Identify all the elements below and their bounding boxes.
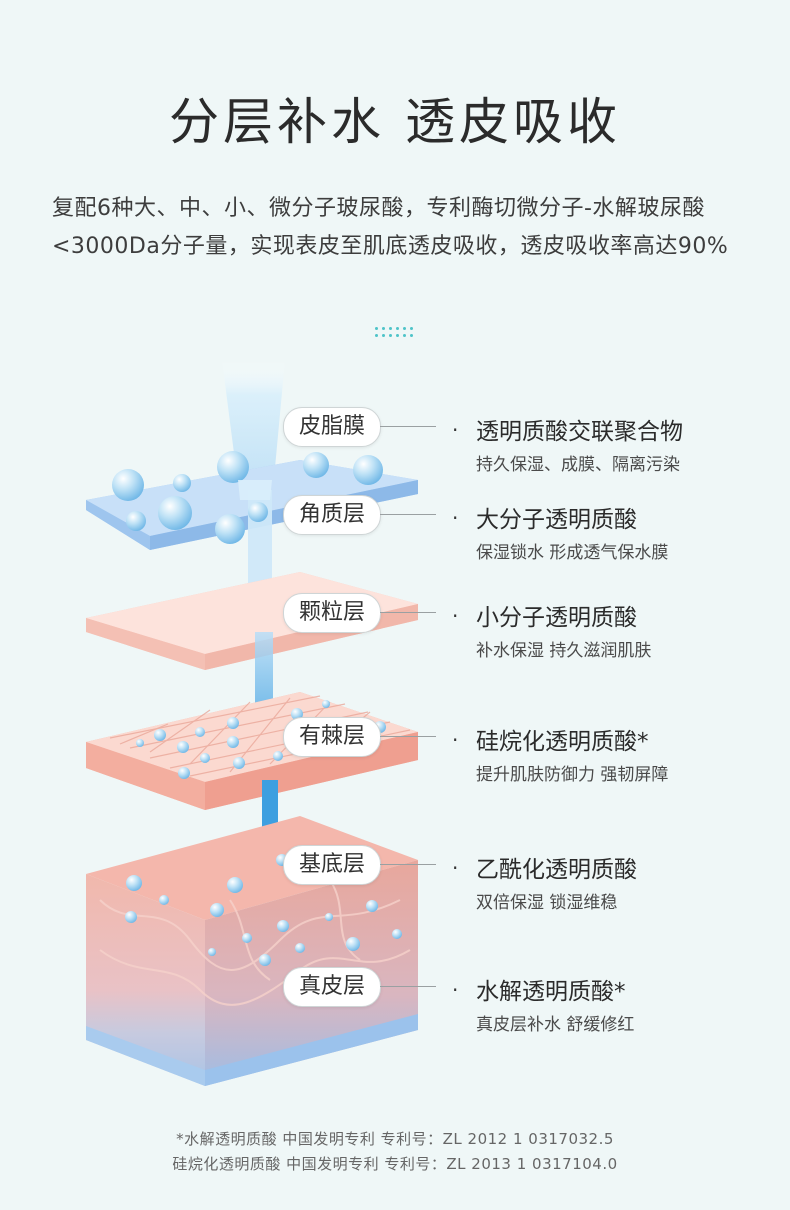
droplet-bubble-icon (178, 767, 190, 779)
layer-label-2: 颗粒层 (283, 593, 381, 633)
layer-label-3: 有棘层 (283, 717, 381, 757)
droplet-bubble-icon (136, 739, 144, 747)
layer-label-1: 角质层 (283, 495, 381, 535)
droplet-bubble-icon (392, 929, 402, 939)
hyaluronic-bubbles (112, 451, 402, 966)
bullet-icon: · (452, 856, 459, 880)
connector-line (380, 864, 436, 865)
droplet-bubble-icon (126, 875, 142, 891)
footnote-1: *水解透明质酸 中国发明专利 专利号：ZL 2012 1 0317032.5 (176, 1130, 614, 1148)
bullet-icon: · (452, 418, 459, 442)
droplet-bubble-icon (227, 717, 239, 729)
droplet-bubble-icon (112, 469, 144, 501)
droplet-bubble-icon (154, 729, 166, 741)
footnote-2: 硅烷化透明质酸 中国发明专利 专利号：ZL 2013 1 0317104.0 (172, 1155, 618, 1173)
ingredient-benefit: 保湿锁水 形成透气保水膜 (476, 543, 669, 563)
connector-line (380, 426, 436, 427)
bullet-icon: · (452, 728, 459, 752)
bullet-icon: · (452, 604, 459, 628)
droplet-bubble-icon (322, 700, 330, 708)
ingredient-benefit: 持久保湿、成膜、隔离污染 (476, 455, 680, 475)
droplet-bubble-icon (242, 933, 252, 943)
ingredient-name: 乙酰化透明质酸 (476, 857, 637, 883)
droplet-bubble-icon (177, 741, 189, 753)
ingredient-name: 小分子透明质酸 (476, 605, 637, 631)
droplet-bubble-icon (195, 727, 205, 737)
ingredient-benefit: 补水保湿 持久滋润肌肤 (476, 641, 652, 661)
droplet-bubble-icon (173, 474, 191, 492)
droplet-bubble-icon (366, 900, 378, 912)
page-title: 分层补水 透皮吸收 (169, 93, 621, 151)
droplet-bubble-icon (200, 753, 210, 763)
droplet-bubble-icon (159, 895, 169, 905)
ingredient-name: 大分子透明质酸 (476, 507, 637, 533)
droplet-bubble-icon (210, 903, 224, 917)
droplet-bubble-icon (125, 911, 137, 923)
droplet-bubble-icon (259, 954, 271, 966)
droplet-bubble-icon (208, 948, 216, 956)
ingredient-benefit: 真皮层补水 舒缓修红 (476, 1015, 635, 1035)
bullet-icon: · (452, 978, 459, 1002)
droplet-bubble-icon (346, 937, 360, 951)
ingredient-name: 水解透明质酸* (476, 979, 626, 1005)
droplet-bubble-icon (277, 920, 289, 932)
layer-label-4: 基底层 (283, 845, 381, 885)
droplet-bubble-icon (248, 502, 268, 522)
droplet-bubble-icon (215, 514, 245, 544)
ingredient-name: 硅烷化透明质酸* (476, 729, 649, 755)
decorative-dots (375, 327, 417, 339)
bullet-icon: · (452, 506, 459, 530)
connector-line (380, 514, 436, 515)
intro-paragraph: 复配6种大、中、小、微分子玻尿酸，专利酶切微分子-水解玻尿酸<3000Da分子量… (52, 196, 729, 259)
connector-line (380, 612, 436, 613)
ingredient-benefit: 提升肌肤防御力 强韧屏障 (476, 765, 669, 785)
droplet-bubble-icon (158, 496, 192, 530)
layer-label-0: 皮脂膜 (283, 407, 381, 447)
droplet-bubble-icon (325, 913, 333, 921)
droplet-bubble-icon (126, 511, 146, 531)
droplet-bubble-icon (233, 757, 245, 769)
ingredient-benefit: 双倍保湿 锁湿维稳 (476, 893, 618, 913)
ingredient-name: 透明质酸交联聚合物 (476, 419, 683, 445)
droplet-bubble-icon (227, 736, 239, 748)
droplet-bubble-icon (227, 877, 243, 893)
connector-line (380, 736, 436, 737)
droplet-bubble-icon (295, 943, 305, 953)
droplet-bubble-icon (303, 452, 329, 478)
droplet-bubble-icon (217, 451, 249, 483)
droplet-bubble-icon (273, 751, 283, 761)
layer-label-5: 真皮层 (283, 967, 381, 1007)
droplet-bubble-icon (353, 455, 383, 485)
connector-line (380, 986, 436, 987)
